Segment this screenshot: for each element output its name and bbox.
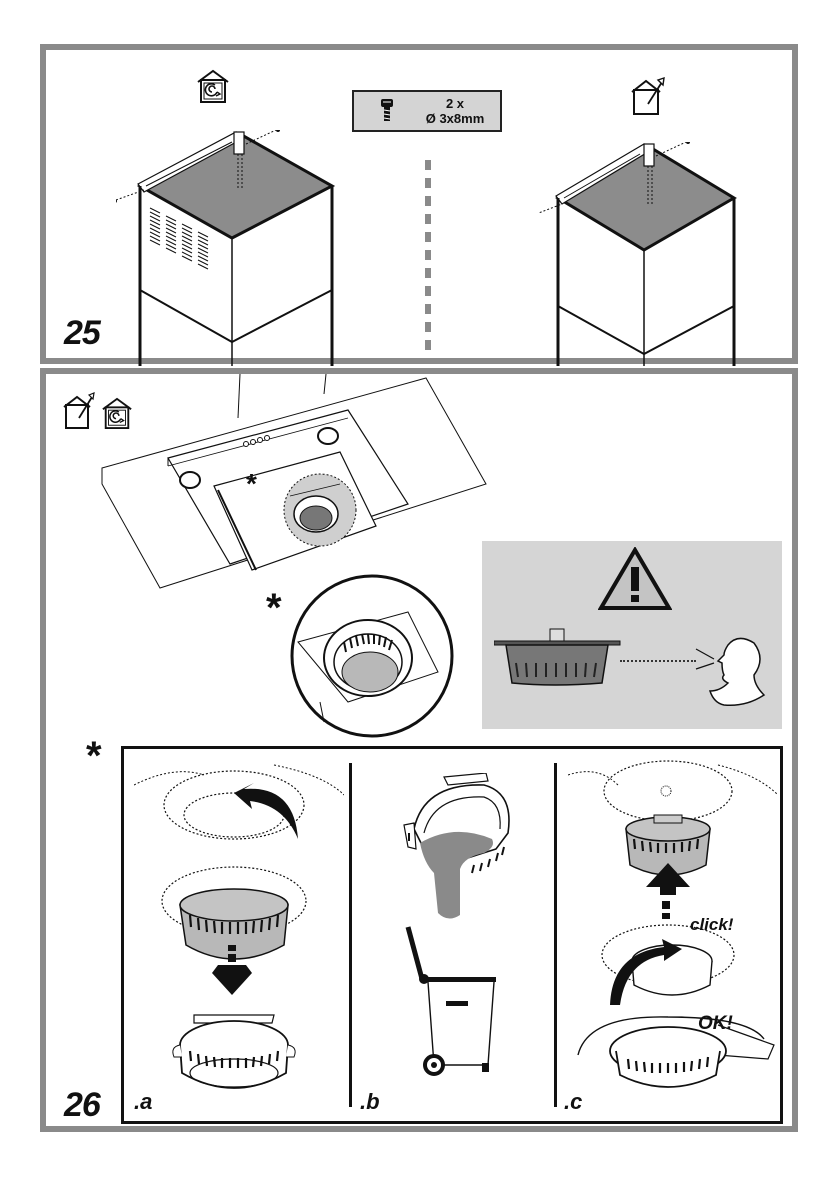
screw-size: Ø 3x8mm — [425, 111, 485, 126]
chimney-figure-recirculation — [116, 130, 336, 366]
substep-a-figure — [134, 755, 344, 1095]
warning-panel — [482, 541, 782, 729]
hood-underside-figure — [90, 374, 490, 594]
substep-b-figure — [384, 773, 524, 1093]
screw-spec-box: 2 x Ø 3x8mm — [352, 90, 502, 132]
substep-c: click! OK! .c — [558, 749, 780, 1121]
detail-marker: * — [86, 734, 102, 778]
zoom-marker: * — [266, 586, 282, 630]
screw-quantity: 2 x — [445, 96, 465, 111]
recirculation-icon — [101, 396, 133, 430]
divider — [425, 160, 431, 360]
substep-b-label: .b — [360, 1089, 380, 1114]
chimney-figure-ducted — [538, 142, 758, 366]
substep-a-label: .a — [134, 1089, 153, 1114]
step-25-panel: 2 x Ø 3x8mm — [40, 44, 798, 366]
filter-location-marker: * — [246, 468, 257, 499]
divider — [349, 763, 352, 1107]
collector-zoom-figure — [288, 572, 456, 740]
divider — [554, 763, 557, 1107]
warning-triangle-icon — [598, 547, 672, 611]
ducted-extraction-icon — [630, 76, 666, 116]
step-number-25: 25 — [64, 314, 101, 352]
ok-callout: OK! — [698, 1013, 733, 1034]
ducted-extraction-icon — [62, 392, 96, 430]
substep-a: .a — [124, 749, 349, 1121]
step-26-panel: * * — [40, 368, 798, 1132]
recirculation-icon — [196, 68, 230, 104]
step-number-26: 26 — [64, 1086, 101, 1124]
substep-b: .b — [354, 749, 554, 1121]
grease-collector-pot-figure — [494, 627, 630, 687]
sight-line — [620, 660, 696, 662]
substep-c-figure — [568, 755, 778, 1095]
substep-c-label: .c — [564, 1089, 583, 1114]
screw-icon — [380, 98, 394, 124]
person-head-icon — [694, 635, 770, 707]
detail-steps-box: .a — [121, 746, 783, 1124]
click-callout: click! — [690, 915, 734, 934]
